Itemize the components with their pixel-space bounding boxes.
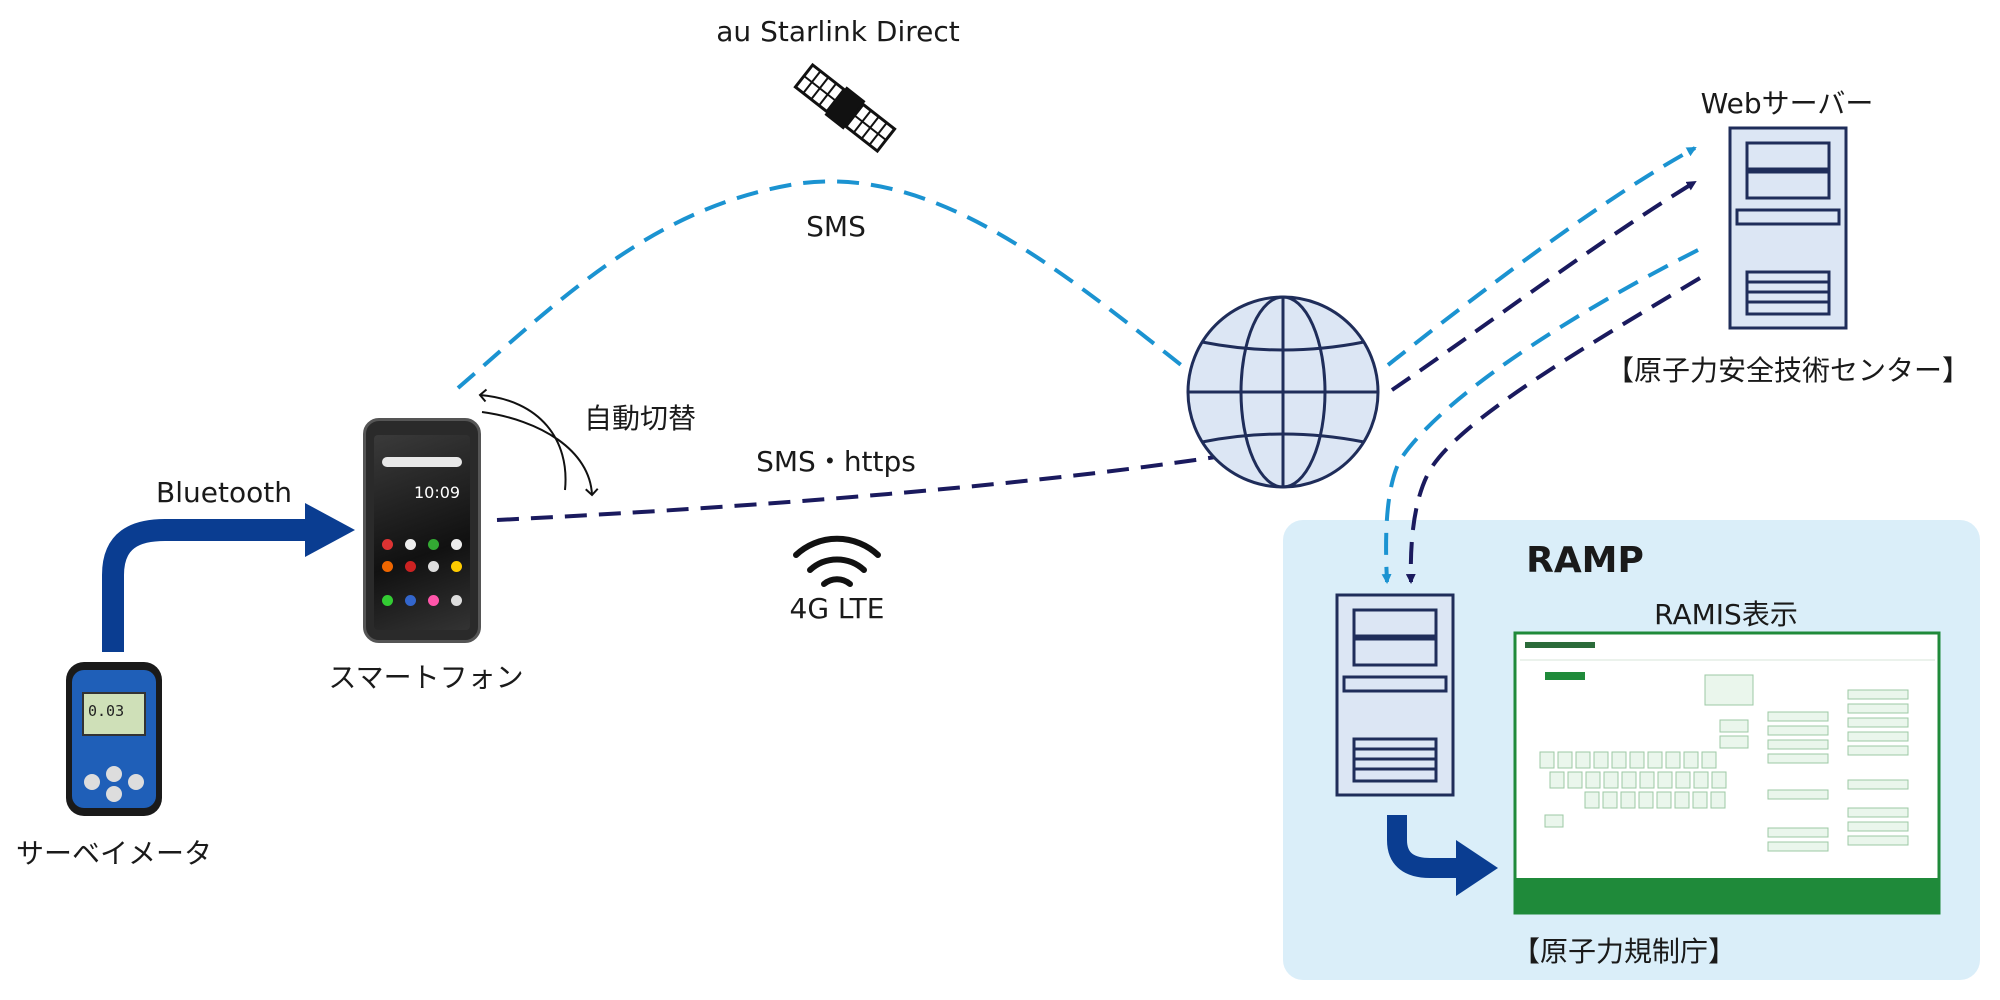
auto-switch-label: 自動切替 [584, 402, 697, 435]
globe-to-webserver-dark [1390, 180, 1697, 392]
satellite-icon [793, 62, 897, 154]
satellite-sms-link [456, 179, 1192, 390]
ramp-server-icon [1335, 593, 1455, 797]
ramis-label: RAMIS表示 [1654, 598, 1798, 631]
auto-switch-arrow [478, 388, 567, 491]
ramp-title: RAMP [1526, 540, 1644, 581]
wifi-icon [793, 535, 881, 587]
sms-upper-label: SMS [806, 210, 866, 243]
bluetooth-label: Bluetooth [156, 476, 292, 509]
globe-to-webserver-light [1386, 146, 1697, 367]
webserver-to-ramp-dark [1405, 276, 1702, 584]
nra-label: 【原子力規制庁】 [1512, 935, 1737, 968]
globe-icon [1186, 295, 1380, 489]
survey-meter-icon: 0.03 [66, 662, 162, 816]
lte-link [496, 454, 1223, 522]
smartphone-label: スマートフォン [328, 661, 524, 694]
web-server-label: Webサーバー [1700, 87, 1874, 120]
ramis-screen [1513, 631, 1941, 915]
sms-https-label: SMS・https [756, 445, 916, 478]
smartphone-icon: 10:09 [363, 418, 481, 643]
server-icon [1728, 126, 1848, 330]
survey-meter-label: サーベイメータ [15, 837, 213, 870]
bluetooth-arrow [102, 503, 355, 652]
ramp-display-arrow [1387, 815, 1498, 896]
lte-label: 4G LTE [789, 592, 885, 625]
jnsc-label: 【原子力安全技術センター】 [1605, 354, 1971, 387]
webserver-to-ramp-light [1381, 248, 1699, 584]
satellite-label: au Starlink Direct [716, 15, 960, 48]
